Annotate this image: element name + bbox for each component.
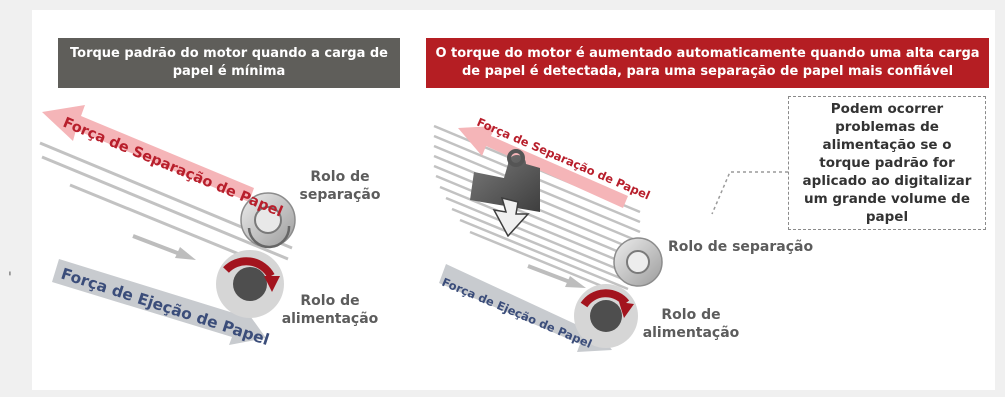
- right-feed-direction-arrow: [527, 264, 586, 288]
- right-separation-force-arrow: [458, 126, 628, 208]
- right-header-text: O torque do motor é aumentado automatica…: [435, 46, 980, 79]
- torque-arrow-icon: [223, 257, 280, 292]
- left-ejection-force-arrow: [52, 259, 266, 345]
- left-separation-roller: [240, 192, 296, 249]
- left-separation-roller-label: Rolo de separação: [299, 169, 381, 203]
- note-text: Podem ocorrer problemas de alimentação s…: [802, 101, 972, 225]
- weight-icon: [470, 149, 540, 238]
- right-separation-roller-label: Rolo de separação: [668, 239, 814, 255]
- left-header-text: Torque padrão do motor quando a carga de…: [70, 46, 388, 79]
- note-connector: [711, 171, 788, 215]
- right-ejection-force-arrow: [439, 264, 612, 352]
- margin-mark: ': [8, 270, 12, 286]
- right-feed-roller-label: Rolo de alimentação: [642, 307, 740, 341]
- left-feed-direction-arrow: [132, 234, 196, 260]
- left-separation-force-label: Força de Separação de Papel: [60, 115, 284, 221]
- right-header: O torque do motor é aumentado automatica…: [426, 38, 989, 88]
- torque-arrow-icon: [580, 289, 634, 318]
- right-separation-roller: [613, 237, 663, 287]
- note-box: Podem ocorrer problemas de alimentação s…: [788, 96, 986, 230]
- left-header: Torque padrão do motor quando a carga de…: [58, 38, 400, 88]
- left-separation-force-arrow: [42, 105, 254, 202]
- left-feed-roller-label: Rolo de alimentação: [281, 293, 379, 327]
